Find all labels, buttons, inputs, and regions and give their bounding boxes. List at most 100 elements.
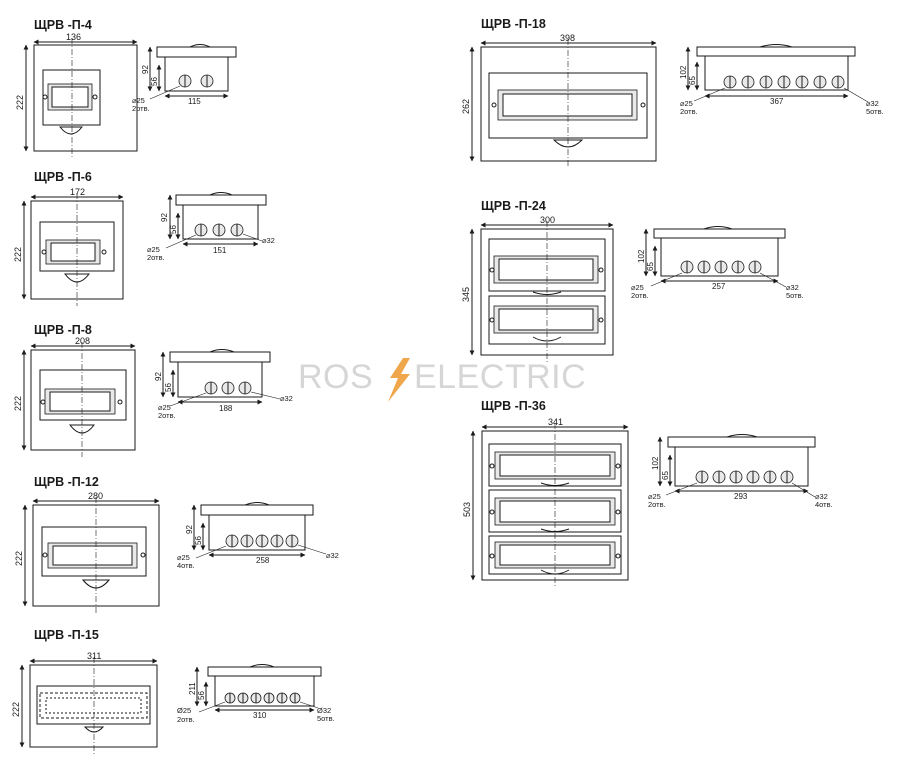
watermark-bolt-icon — [388, 358, 410, 402]
dim-height: 222 — [11, 702, 21, 717]
model-p6: ЩРВ -П-6 172 222 92 56 151 — [13, 170, 275, 306]
front-view: 280 222 — [14, 491, 160, 613]
side-view: 92 56 188 ⌀25 2отв. ⌀32 — [154, 349, 293, 420]
dim-mount: 151 — [213, 246, 227, 255]
hole-small-label: ⌀25 — [177, 553, 190, 562]
dim-mount: 310 — [253, 711, 267, 720]
side-view: 92 56 151 ⌀25 2отв. ⌀32 — [147, 192, 275, 262]
model-p8: ЩРВ -П-8 208 222 92 56 188 — [13, 323, 293, 457]
dim-height: 262 — [461, 99, 471, 114]
hole-small-label: Ø25 — [177, 706, 191, 715]
hole-small-count: 2отв. — [132, 104, 150, 113]
dim-depth: 102 — [637, 249, 646, 263]
model-title: ЩРВ -П-24 — [481, 199, 546, 213]
dim-height: 345 — [461, 287, 471, 302]
dim-width: 136 — [66, 32, 81, 42]
dim-width: 311 — [87, 651, 101, 661]
front-view: 300 345 — [461, 215, 614, 362]
hole-small-count: 2отв. — [631, 291, 649, 300]
front-view: 172 222 — [13, 187, 124, 306]
dim-mount: 115 — [188, 97, 201, 106]
front-view: 311 222 — [11, 651, 158, 754]
side-view: 102 65 293 ⌀25 2отв. ⌀32 4отв. — [648, 434, 833, 509]
model-p15: ЩРВ -П-15 311 222 211 56 — [11, 628, 335, 754]
model-title: ЩРВ -П-8 — [34, 323, 92, 337]
hole-small-count: 2отв. — [158, 411, 176, 420]
dim-mount: 258 — [256, 556, 270, 565]
hole-small-count: 2отв. — [177, 715, 195, 724]
model-p12: ЩРВ -П-12 280 222 92 56 — [14, 475, 339, 613]
hole-small-label: ⌀25 — [648, 492, 661, 501]
dim-height: 222 — [14, 551, 24, 566]
hole-large-label: ⌀32 — [786, 283, 799, 292]
model-title: ЩРВ -П-18 — [481, 17, 546, 31]
side-view: 211 56 310 Ø25 2отв. Ø32 5отв. — [177, 664, 335, 724]
dim-width: 341 — [548, 417, 563, 427]
dim-depth: 92 — [160, 213, 169, 222]
hole-small-label: ⌀25 — [631, 283, 644, 292]
dim-inner-depth: 56 — [164, 383, 173, 392]
dim-mount: 257 — [712, 282, 726, 291]
dim-width: 208 — [75, 336, 90, 346]
dim-height: 503 — [462, 502, 472, 517]
dim-height: 222 — [15, 95, 25, 110]
hole-large-label: ⌀32 — [815, 492, 828, 501]
hole-small-label: ⌀25 — [132, 96, 145, 105]
front-view: 208 222 — [13, 336, 136, 457]
hole-large-label: ⌀32 — [280, 394, 293, 403]
hole-large-label: ⌀32 — [326, 551, 339, 560]
model-title: ЩРВ -П-6 — [34, 170, 92, 184]
front-view: 341 503 — [462, 417, 629, 587]
dim-depth: 102 — [651, 456, 660, 470]
model-title: ЩРВ -П-15 — [34, 628, 99, 642]
hole-small-label: ⌀25 — [680, 99, 693, 108]
dim-width: 300 — [540, 215, 555, 225]
side-view: 92 56 115 ⌀25 2отв. — [132, 44, 237, 113]
hole-large-count: 5отв. — [786, 291, 804, 300]
watermark-right-text: ELECTRIC — [414, 358, 586, 396]
dim-width: 280 — [88, 491, 103, 501]
model-p18: ЩРВ -П-18 398 262 102 — [461, 17, 884, 168]
model-title: ЩРВ -П-12 — [34, 475, 99, 489]
front-view: 136 222 — [15, 32, 138, 158]
hole-small-label: ⌀25 — [158, 403, 171, 412]
dim-depth: 92 — [185, 525, 194, 534]
dim-depth: 92 — [154, 372, 163, 381]
dim-width: 172 — [70, 187, 85, 197]
hole-large-count: 5отв. — [866, 107, 884, 116]
model-p4: ЩРВ -П-4 136 222 92 56 115 — [15, 18, 237, 158]
watermark-left-text: ROS — [298, 358, 373, 396]
hole-small-count: 2отв. — [147, 253, 165, 262]
hole-small-count: 2отв. — [680, 107, 698, 116]
hole-small-count: 4отв. — [177, 561, 195, 570]
watermark: ROS ELECTRIC — [298, 358, 586, 402]
hole-large-label: ⌀32 — [262, 236, 275, 245]
dim-depth: 102 — [679, 65, 688, 79]
dim-mount: 293 — [734, 492, 748, 501]
model-p24: ЩРВ -П-24 300 345 — [461, 199, 804, 362]
model-title: ЩРВ -П-36 — [481, 399, 546, 413]
dim-inner-depth: 56 — [150, 77, 159, 86]
hole-large-label: ⌀32 — [866, 99, 879, 108]
dim-depth: 92 — [141, 65, 150, 74]
model-p36: ЩРВ -П-36 341 503 — [462, 399, 833, 587]
dim-inner-depth: 56 — [194, 536, 203, 545]
dim-inner-depth: 56 — [169, 225, 178, 234]
hole-large-count: 5отв. — [317, 714, 335, 723]
dim-height: 222 — [13, 396, 23, 411]
dim-inner-depth: 65 — [661, 471, 670, 480]
dim-depth: 211 — [188, 682, 197, 695]
dim-mount: 367 — [770, 97, 784, 106]
side-view: 102 65 367 ⌀25 2отв. ⌀32 5отв. — [679, 44, 884, 116]
hole-small-label: ⌀25 — [147, 245, 160, 254]
dim-mount: 188 — [219, 404, 233, 413]
dim-height: 222 — [13, 247, 23, 262]
model-title: ЩРВ -П-4 — [34, 18, 92, 32]
hole-large-count: 4отв. — [815, 500, 833, 509]
dim-inner-depth: 56 — [197, 691, 206, 700]
front-view: 398 262 — [461, 33, 657, 168]
hole-large-label: Ø32 — [317, 706, 331, 715]
hole-small-count: 2отв. — [648, 500, 666, 509]
side-view: 92 56 258 ⌀25 4отв. ⌀32 — [177, 502, 339, 570]
